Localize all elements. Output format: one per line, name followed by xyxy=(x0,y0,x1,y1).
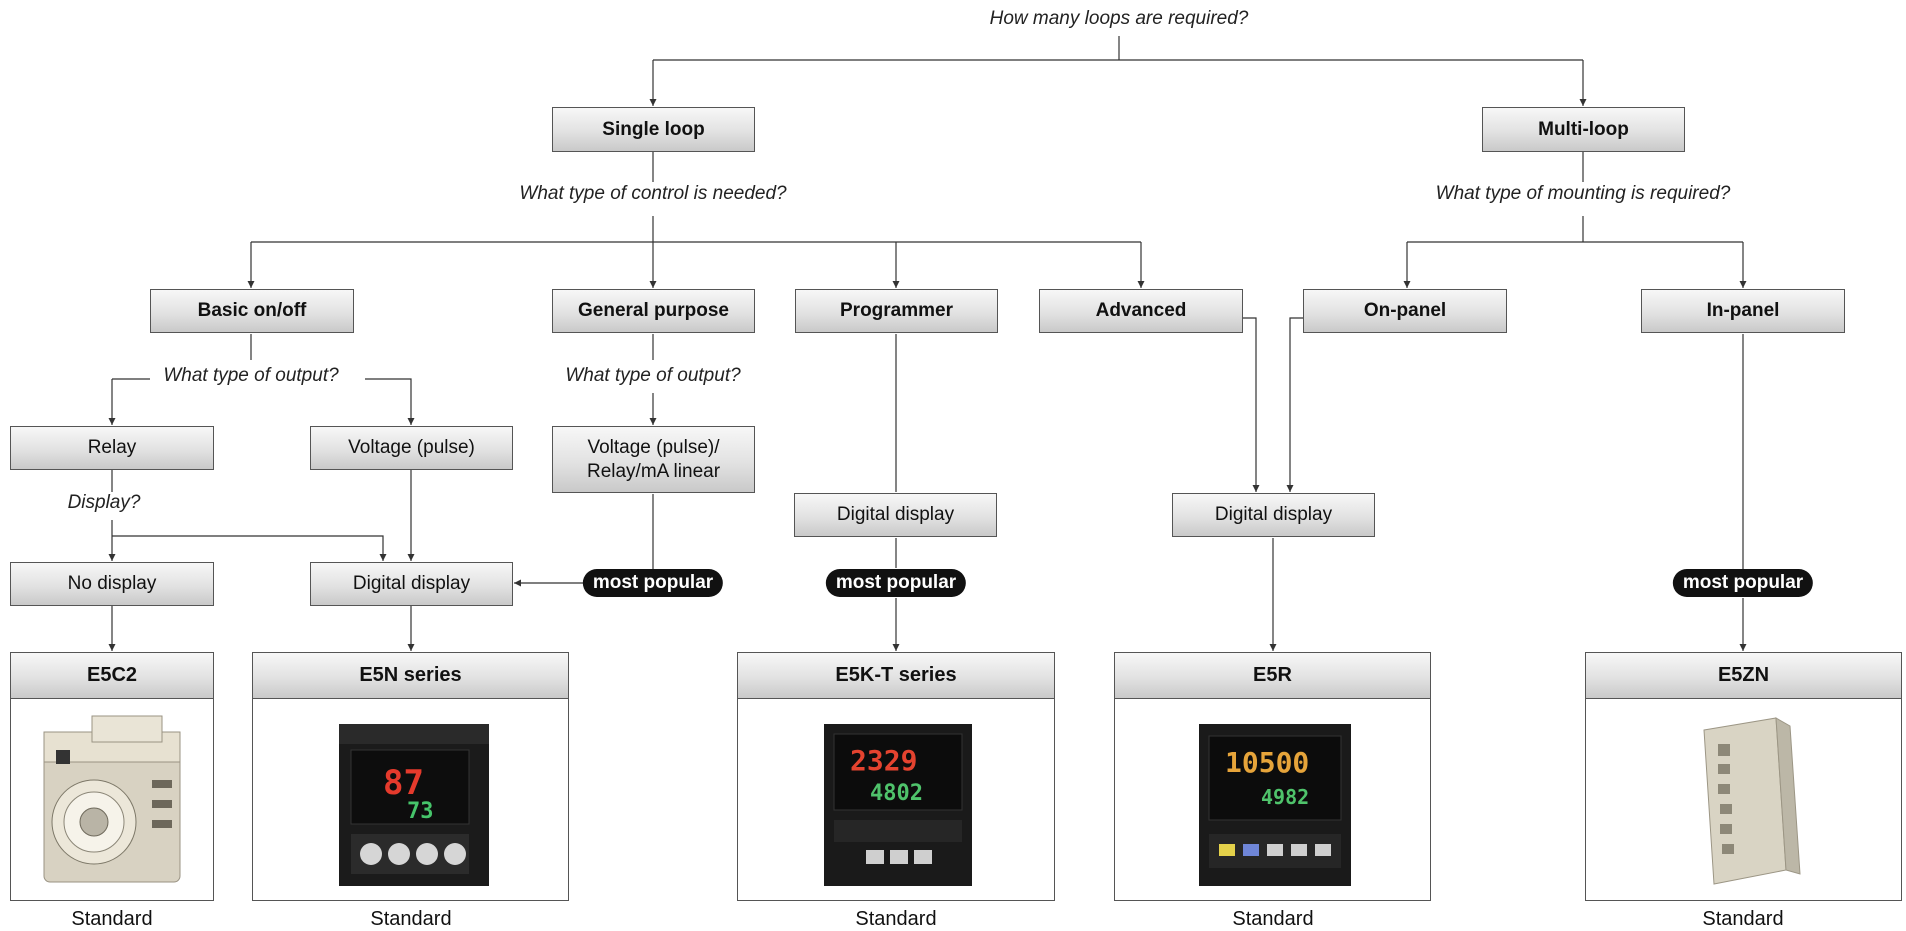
node-advanced: Advanced xyxy=(1039,289,1243,333)
e5r-device-icon: 10500 4982 xyxy=(1198,723,1351,886)
node-general-purpose: General purpose xyxy=(552,289,755,333)
question-output-basic: What type of output? xyxy=(157,365,345,387)
product-card-e5zn: E5ZN xyxy=(1585,652,1902,901)
product-image xyxy=(1586,699,1901,900)
product-image xyxy=(11,699,213,900)
product-card-e5r: E5R 10500 4982 xyxy=(1114,652,1431,901)
node-voltage-pulse: Voltage (pulse) xyxy=(310,426,513,470)
node-in-panel: In-panel xyxy=(1641,289,1845,333)
node-digital-display-basic: Digital display xyxy=(310,562,513,606)
node-programmer: Programmer xyxy=(795,289,998,333)
product-image: 87 73 xyxy=(253,699,568,900)
question-output-general: What type of output? xyxy=(559,365,747,387)
product-card-e5kt: E5K-T series 2329 4802 xyxy=(737,652,1055,901)
product-image: 2329 4802 xyxy=(738,699,1054,900)
node-relay: Relay xyxy=(10,426,214,470)
badge-most-popular-programmer: most popular xyxy=(825,569,967,597)
product-name: E5ZN xyxy=(1586,653,1901,699)
node-multi-loop: Multi-loop xyxy=(1482,107,1685,152)
product-label-e5c2: Standard xyxy=(71,908,153,930)
product-label-e5kt: Standard xyxy=(855,908,937,930)
svg-text:87: 87 xyxy=(383,763,424,803)
product-name: E5C2 xyxy=(11,653,213,699)
e5c2-device-icon xyxy=(43,715,181,882)
question-control: What type of control is needed? xyxy=(513,183,793,205)
badge-most-popular-general: most popular xyxy=(582,569,724,597)
product-card-e5c2: E5C2 xyxy=(10,652,214,901)
svg-text:10500: 10500 xyxy=(1225,746,1309,779)
question-mounting: What type of mounting is required? xyxy=(1429,183,1737,205)
product-label-e5n: Standard xyxy=(370,908,452,930)
node-basic-onoff: Basic on/off xyxy=(150,289,354,333)
product-name: E5N series xyxy=(253,653,568,699)
node-voltage-relay-ma: Voltage (pulse)/ Relay/mA linear xyxy=(552,426,755,493)
question-display: Display? xyxy=(61,492,147,514)
node-no-display: No display xyxy=(10,562,214,606)
node-single-loop: Single loop xyxy=(552,107,755,152)
e5zn-device-icon xyxy=(1702,716,1801,885)
node-on-panel: On-panel xyxy=(1303,289,1507,333)
product-name: E5K-T series xyxy=(738,653,1054,699)
product-label-e5zn: Standard xyxy=(1702,908,1784,930)
product-name: E5R xyxy=(1115,653,1430,699)
product-label-e5r: Standard xyxy=(1232,908,1314,930)
e5n-device-icon: 87 73 xyxy=(338,723,489,886)
product-image: 10500 4982 xyxy=(1115,699,1430,900)
node-digital-display-programmer: Digital display xyxy=(794,493,997,537)
svg-text:2329: 2329 xyxy=(850,744,917,777)
svg-text:73: 73 xyxy=(407,799,434,824)
badge-most-popular-in-panel: most popular xyxy=(1672,569,1814,597)
svg-text:4802: 4802 xyxy=(870,781,923,806)
node-digital-display-advanced: Digital display xyxy=(1172,493,1375,537)
e5kt-device-icon: 2329 4802 xyxy=(824,723,972,886)
svg-text:4982: 4982 xyxy=(1261,785,1309,809)
product-card-e5n: E5N series 87 73 xyxy=(252,652,569,901)
question-loops: How many loops are required? xyxy=(983,8,1255,30)
